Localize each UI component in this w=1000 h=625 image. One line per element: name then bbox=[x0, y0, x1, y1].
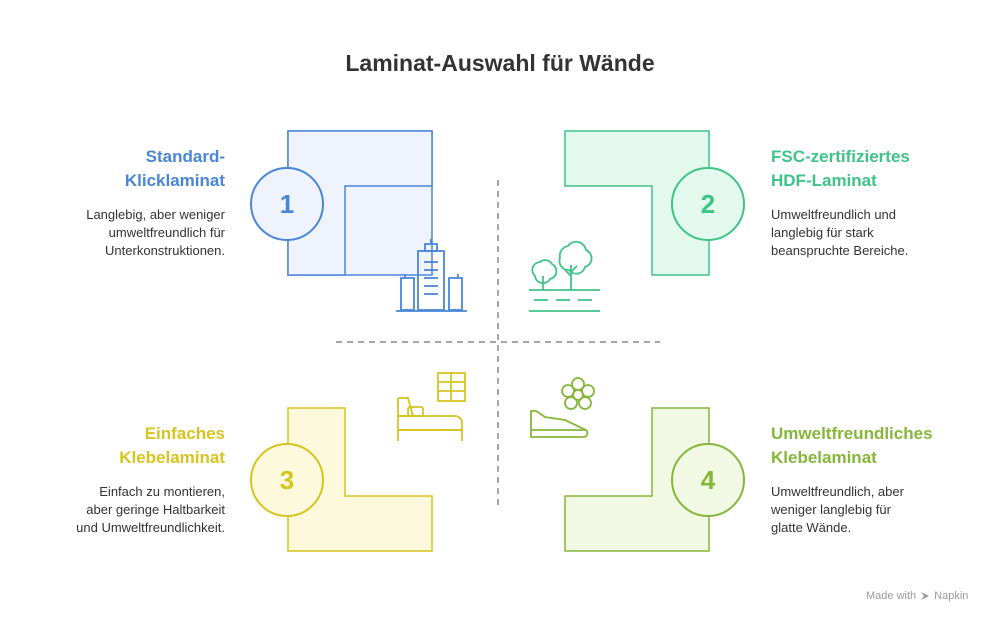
quadrant-2-heading-line: HDF-Laminat bbox=[771, 171, 877, 190]
quadrant-3-heading: Einfaches Klebelaminat bbox=[40, 422, 225, 470]
quadrant-4-description-line: weniger langlebig für bbox=[771, 502, 891, 517]
page-title: Laminat-Auswahl für Wände bbox=[345, 50, 655, 76]
flower-shoe-icon bbox=[530, 377, 595, 438]
quadrant-1-description-line: umweltfreundlich für bbox=[108, 225, 225, 240]
quadrant-3-description-line: aber geringe Haltbarkeit bbox=[86, 502, 225, 517]
quadrant-1-l-fill bbox=[287, 130, 433, 276]
bed-window-icon bbox=[397, 372, 466, 441]
number-badge-2: 2 bbox=[671, 167, 745, 241]
quadrant-4-heading-line: Klebelaminat bbox=[771, 448, 877, 467]
quadrant-4-description-line: Umweltfreundlich, aber bbox=[771, 484, 904, 499]
quadrant-1-description-line: Langlebig, aber weniger bbox=[86, 207, 225, 222]
number-badge-1: 1 bbox=[250, 167, 324, 241]
quadrant-1-description: Langlebig, aber weniger umweltfreundlich… bbox=[40, 206, 225, 260]
footer-credit[interactable]: Made with Napkin bbox=[866, 590, 968, 602]
quadrant-1-heading-line: Standard- bbox=[145, 147, 225, 166]
quadrant-3-description: Einfach zu montieren, aber geringe Haltb… bbox=[20, 483, 225, 537]
quadrant-3-description-line: und Umweltfreundlichkeit. bbox=[76, 520, 225, 535]
quadrant-2-heading: FSC-zertifiziertes HDF-Laminat bbox=[771, 145, 971, 193]
quadrant-4-heading: Umweltfreundliches Klebelaminat bbox=[771, 422, 971, 470]
napkin-logo-icon bbox=[921, 592, 930, 600]
quadrant-4-description: Umweltfreundlich, aber weniger langlebig… bbox=[771, 483, 971, 537]
svg-text:1: 1 bbox=[280, 189, 294, 219]
quadrant-1-description-line: Unterkonstruktionen. bbox=[105, 243, 225, 258]
quadrant-1-heading-line: Klicklaminat bbox=[124, 171, 225, 190]
quadrant-2-shape bbox=[564, 130, 710, 276]
footer-made-with: Made with bbox=[866, 590, 917, 602]
number-badge-3: 3 bbox=[250, 443, 324, 517]
quadrant-3-heading-line: Klebelaminat bbox=[119, 448, 225, 467]
office-building-icon bbox=[396, 239, 467, 312]
trees-icon bbox=[529, 240, 600, 312]
svg-text:3: 3 bbox=[280, 465, 294, 495]
quadrant-2-description-line: beanspruchte Bereiche. bbox=[771, 243, 909, 258]
quadrant-1-heading: Standard- Klicklaminat bbox=[40, 145, 225, 193]
quadrant-3-shape bbox=[287, 407, 433, 552]
quadrant-3-description-line: Einfach zu montieren, bbox=[99, 484, 225, 499]
svg-text:2: 2 bbox=[701, 189, 715, 219]
quadrant-4-shape bbox=[564, 407, 710, 552]
quadrant-4-heading-line: Umweltfreundliches bbox=[771, 424, 933, 443]
quadrant-3-heading-line: Einfaches bbox=[144, 424, 225, 443]
number-badge-4: 4 bbox=[671, 443, 745, 517]
svg-text:4: 4 bbox=[701, 465, 716, 495]
footer-brand: Napkin bbox=[934, 590, 969, 602]
quadrant-2-description-line: Umweltfreundlich und bbox=[771, 207, 897, 222]
quadrant-2-heading-line: FSC-zertifiziertes bbox=[771, 147, 910, 166]
quadrant-4-description-line: glatte Wände. bbox=[771, 520, 852, 535]
quadrant-2-description-line: langlebig für stark bbox=[771, 225, 874, 240]
quadrant-2-description: Umweltfreundlich und langlebig für stark… bbox=[771, 206, 971, 260]
